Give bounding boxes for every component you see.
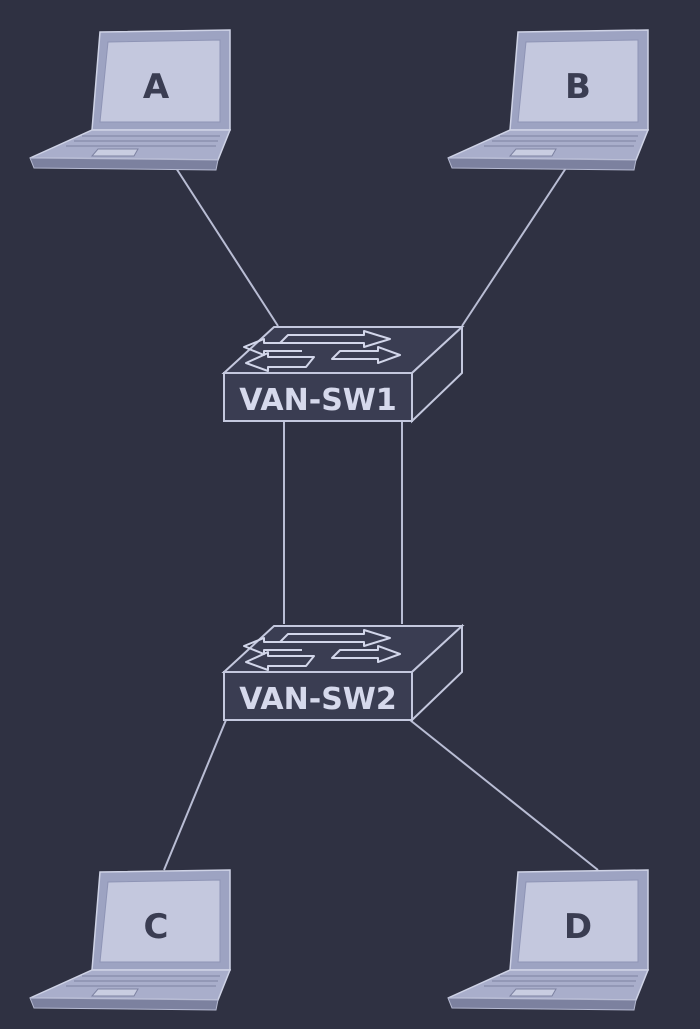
laptop-a-label: A (143, 67, 170, 107)
laptop-icon (29, 869, 231, 1011)
switch-van-sw1-label: VAN-SW1 (239, 383, 397, 418)
laptop-c[interactable]: C (29, 869, 231, 1011)
laptop-d[interactable]: D (447, 869, 649, 1011)
link-a-sw1 (175, 167, 279, 327)
laptop-icon (29, 29, 231, 171)
link-sw2-c (163, 719, 227, 871)
laptop-a[interactable]: A (29, 29, 231, 171)
laptop-b[interactable]: B (447, 29, 649, 171)
switch-van-sw2-label: VAN-SW2 (239, 682, 397, 717)
switch-van-sw1[interactable]: VAN-SW1 (223, 326, 463, 422)
laptop-d-label: D (564, 907, 592, 947)
link-sw2-d (409, 719, 599, 871)
laptop-b-label: B (565, 67, 591, 107)
laptop-c-label: C (144, 907, 169, 947)
link-b-sw1 (461, 167, 567, 327)
laptop-icon (447, 869, 649, 1011)
switch-van-sw2[interactable]: VAN-SW2 (223, 625, 463, 721)
laptop-icon (447, 29, 649, 171)
